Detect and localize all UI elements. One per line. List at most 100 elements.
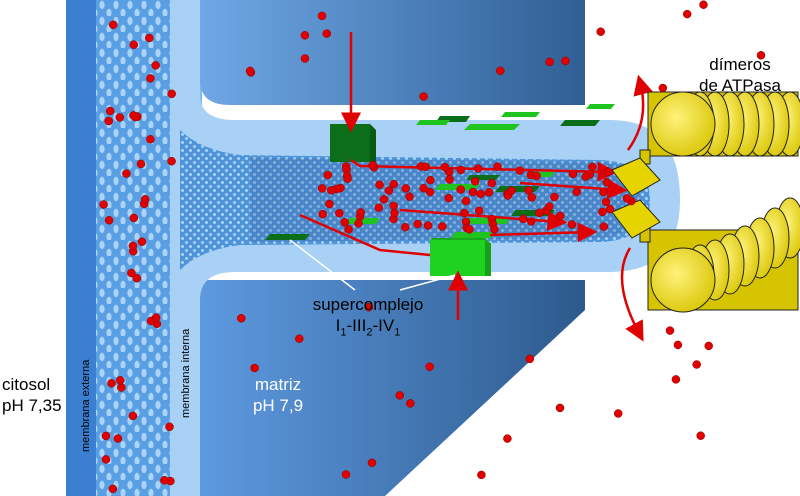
proton-dot-icon bbox=[419, 183, 428, 193]
proton-dot-icon bbox=[132, 273, 142, 283]
proton-dot-icon bbox=[503, 434, 512, 443]
proton-dot-icon bbox=[456, 165, 466, 175]
matrix-lower bbox=[200, 280, 585, 496]
proton-dot-icon bbox=[699, 0, 708, 9]
proton-dot-icon bbox=[122, 169, 131, 178]
proton-dot-icon bbox=[137, 237, 147, 246]
proton-dot-icon bbox=[581, 172, 590, 181]
proton-dot-icon bbox=[525, 354, 535, 364]
proton-dot-icon bbox=[113, 434, 123, 443]
proton-dot-icon bbox=[379, 195, 389, 204]
proton-dot-icon bbox=[343, 174, 352, 183]
proton-dot-icon bbox=[572, 187, 582, 197]
matrix-upper bbox=[200, 0, 585, 105]
proton-dot-icon bbox=[605, 204, 615, 214]
proton-dot-icon bbox=[444, 193, 453, 203]
proton-dot-icon bbox=[425, 362, 434, 372]
membrana-interna-label: membrana interna bbox=[180, 328, 192, 418]
proton-dot-icon bbox=[568, 169, 578, 179]
proton-dot-icon bbox=[384, 186, 394, 195]
proton-dot-icon bbox=[425, 187, 435, 197]
proton-dot-icon bbox=[250, 363, 259, 373]
supercomplex-top-icon bbox=[330, 124, 376, 162]
proton-dot-icon bbox=[145, 33, 154, 43]
proton-dot-icon bbox=[131, 112, 140, 122]
proton-dot-icon bbox=[613, 409, 623, 418]
supercomplejo-label: supercomplejo I1-III2-IV1 bbox=[308, 294, 428, 343]
proton-dot-icon bbox=[295, 334, 304, 343]
proton-dot-icon bbox=[470, 177, 480, 186]
proton-dot-icon bbox=[673, 340, 683, 350]
proton-dot-icon bbox=[421, 162, 431, 172]
proton-dot-icon bbox=[364, 302, 374, 312]
proton-dot-icon bbox=[237, 314, 246, 323]
proton-dot-icon bbox=[129, 213, 139, 223]
proton-dot-icon bbox=[389, 201, 398, 211]
proton-dot-icon bbox=[527, 217, 536, 226]
proton-dot-icon bbox=[601, 197, 611, 207]
proton-dot-icon bbox=[532, 171, 541, 181]
proton-dot-icon bbox=[413, 219, 422, 229]
proton-dot-icon bbox=[325, 199, 334, 209]
proton-dot-icon bbox=[160, 476, 169, 485]
proton-dot-icon bbox=[327, 186, 336, 195]
proton-dot-icon bbox=[318, 209, 327, 219]
proton-dot-icon bbox=[128, 241, 138, 251]
proton-dot-icon bbox=[115, 113, 125, 122]
proton-dot-icon bbox=[395, 391, 405, 400]
proton-dot-icon bbox=[116, 376, 125, 385]
proton-dot-icon bbox=[465, 225, 474, 234]
proton-dot-icon bbox=[107, 379, 116, 388]
crista-membrane bbox=[170, 0, 680, 496]
proton-dot-icon bbox=[423, 221, 433, 230]
proton-dot-icon bbox=[596, 27, 605, 36]
proton-dot-icon bbox=[167, 156, 176, 166]
proton-dot-icon bbox=[108, 20, 118, 30]
proton-dot-icon bbox=[704, 341, 713, 351]
proton-dot-icon bbox=[323, 170, 333, 180]
proton-dot-icon bbox=[406, 399, 415, 408]
proton-dot-icon bbox=[390, 208, 399, 218]
proton-dot-icon bbox=[507, 186, 516, 195]
proton-dot-icon bbox=[665, 326, 675, 335]
proton-dot-icon bbox=[335, 208, 344, 218]
matriz-label: matriz pH 7,9 bbox=[252, 375, 304, 415]
proton-dot-icon bbox=[461, 196, 471, 206]
proton-dot-icon bbox=[136, 159, 146, 169]
supercomplejo-formula: I1-III2-IV1 bbox=[335, 316, 401, 339]
proton-dot-icon bbox=[146, 135, 155, 144]
proton-dot-icon bbox=[515, 166, 524, 175]
proton-dot-icon bbox=[117, 383, 126, 392]
proton-dot-icon bbox=[438, 222, 447, 231]
proton-dot-icon bbox=[129, 40, 139, 49]
proton-dot-icon bbox=[588, 162, 597, 172]
atpase-dimer-top-icon bbox=[611, 91, 800, 197]
proton-dot-icon bbox=[490, 225, 499, 234]
proton-dot-icon bbox=[167, 89, 176, 99]
supercomplex-bottom-icon bbox=[430, 238, 491, 276]
proton-dot-icon bbox=[151, 61, 160, 70]
proton-dot-icon bbox=[756, 51, 766, 60]
supercomplex-leader-lines bbox=[289, 239, 456, 291]
proton-dot-icon bbox=[317, 11, 327, 21]
proton-dot-icon bbox=[603, 167, 613, 177]
proton-dot-icon bbox=[440, 162, 450, 172]
proton-dot-icon bbox=[692, 360, 701, 369]
proton-dot-icon bbox=[127, 268, 136, 278]
proton-dot-icon bbox=[104, 216, 114, 225]
proton-dot-icon bbox=[555, 211, 565, 221]
membrana-externa-label: membrana externa bbox=[80, 359, 92, 452]
proton-dot-icon bbox=[496, 66, 505, 76]
protons bbox=[99, 0, 766, 494]
proton-dot-icon bbox=[389, 179, 398, 189]
citosol-label: citosol pH 7,35 bbox=[2, 375, 62, 415]
proton-dot-icon bbox=[545, 57, 554, 67]
proton-dot-icon bbox=[101, 431, 111, 441]
proton-dot-icon bbox=[476, 189, 485, 199]
proton-dot-icon bbox=[524, 186, 533, 195]
proton-dot-icon bbox=[104, 116, 113, 126]
outer-membrane bbox=[66, 0, 96, 496]
proton-dot-icon bbox=[671, 375, 681, 384]
atpase-dimer-bottom-icon bbox=[611, 197, 800, 313]
